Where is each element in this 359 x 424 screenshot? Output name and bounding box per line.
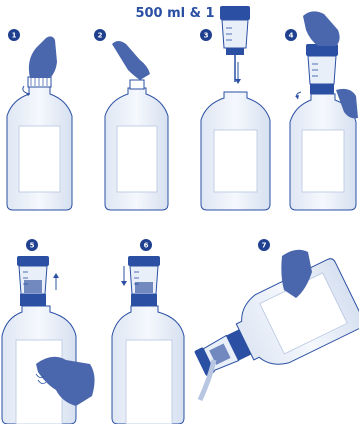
dispenser-cap: [220, 6, 250, 20]
step-5: 5: [2, 239, 95, 424]
step-3-number-badge: 3: [200, 29, 212, 41]
hand-icon: [303, 11, 340, 46]
step-5-number: 5: [30, 242, 35, 250]
step-7-number-badge: 7: [258, 239, 270, 251]
step-7: 7: [183, 239, 359, 400]
step-4-number-badge: 4: [285, 29, 297, 41]
step-2-number: 2: [98, 32, 103, 40]
bottle-cap-1: [28, 77, 51, 87]
step-3: 3: [200, 6, 270, 210]
dispenser-6: [128, 256, 160, 306]
hand-icon: [112, 41, 150, 80]
dispenser-4: [306, 44, 338, 94]
step-2-number-badge: 2: [94, 29, 106, 41]
bottle-label: [126, 340, 172, 424]
bottle-6: [112, 306, 184, 424]
bottle-1: [7, 86, 72, 210]
dispenser-3: [220, 6, 250, 82]
bottle-2: [105, 80, 168, 210]
step-6-number: 6: [144, 242, 149, 250]
step-3-number: 3: [204, 32, 209, 40]
step-6: 6: [112, 239, 184, 424]
measured-liquid: [24, 280, 42, 293]
bottle-3: [201, 92, 270, 210]
step-6-number-badge: 6: [140, 239, 152, 251]
step-5-number-badge: 5: [26, 239, 38, 251]
step-2: 2: [94, 29, 168, 210]
step-1: 1: [7, 29, 72, 210]
hand-icon: [29, 36, 57, 78]
step-1-number-badge: 1: [8, 29, 20, 41]
bottle-label: [117, 126, 157, 192]
step-4-number: 4: [289, 32, 294, 40]
step-4: 4: [285, 11, 358, 210]
bottle-label: [302, 130, 344, 192]
bottle-neck: [130, 80, 144, 89]
step-7-number: 7: [262, 242, 267, 250]
step-1-number: 1: [12, 32, 17, 40]
dispenser-5: [17, 256, 49, 306]
dispenser-chamber: [222, 20, 248, 48]
bottle-label: [214, 130, 257, 192]
bottle-label: [19, 126, 60, 192]
